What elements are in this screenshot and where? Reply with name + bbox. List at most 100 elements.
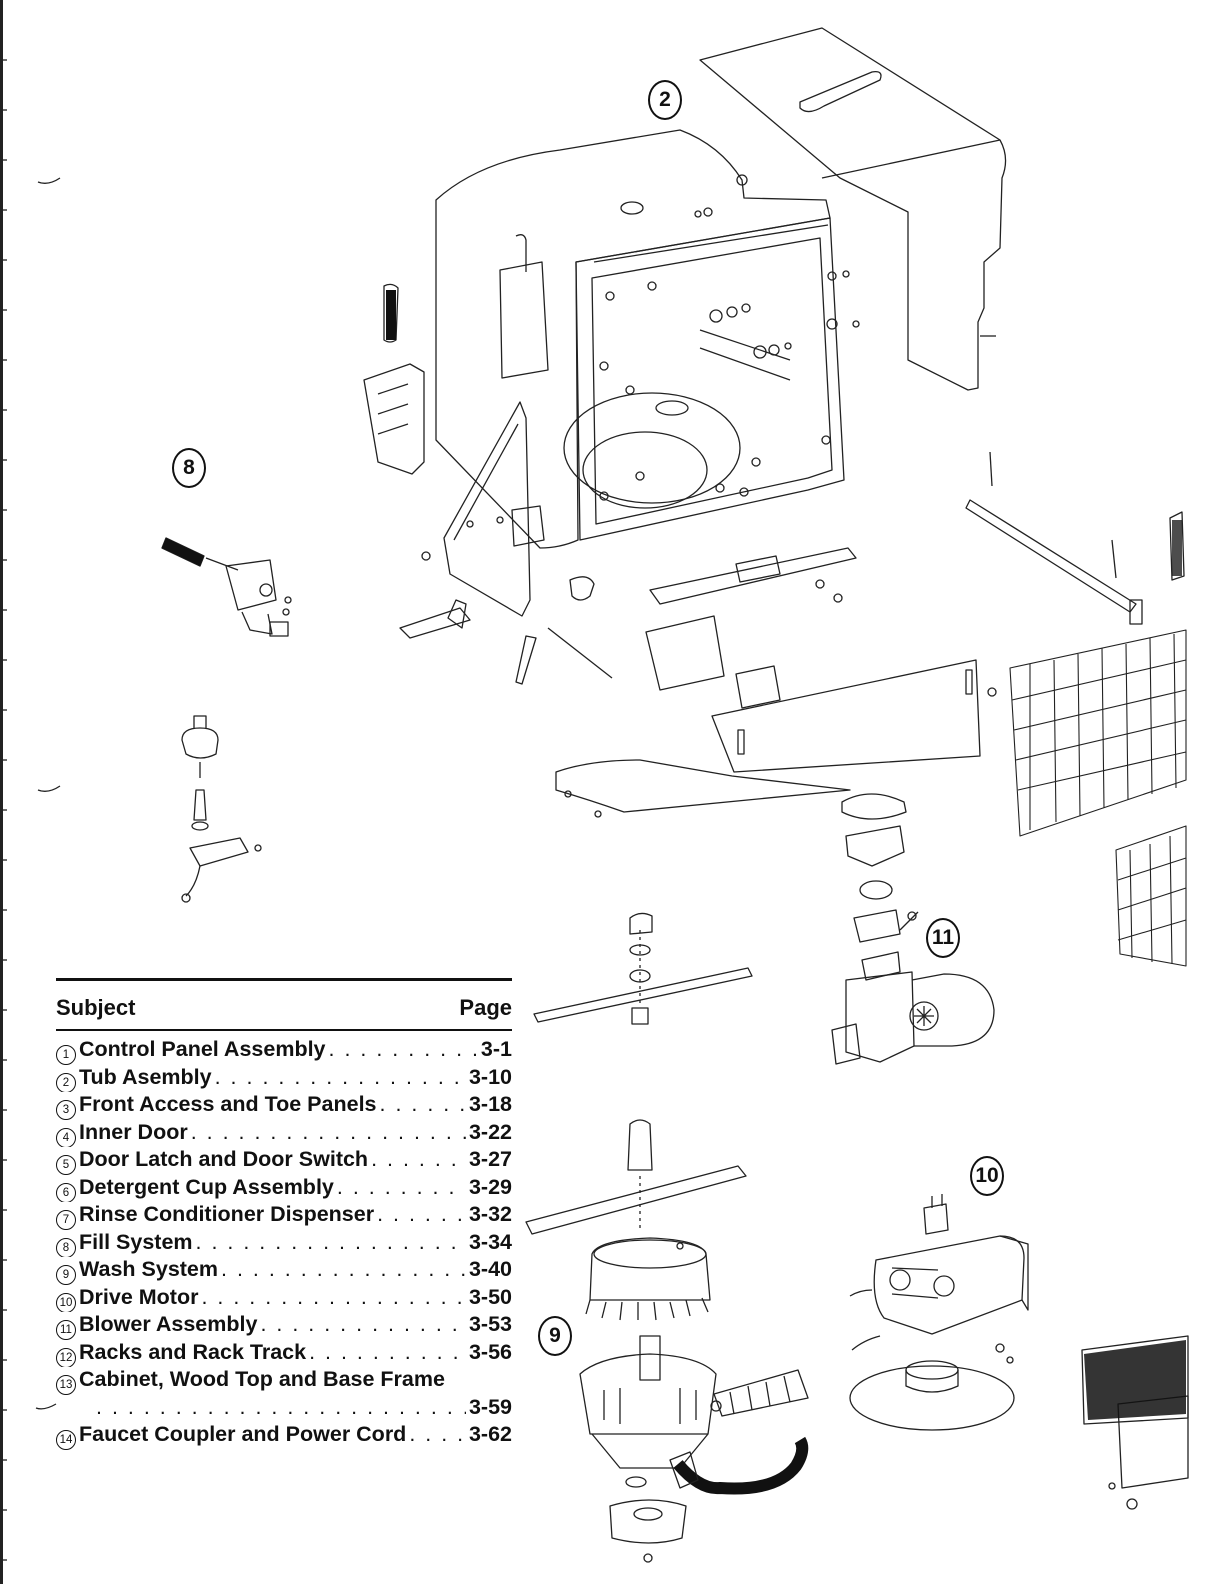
callout-fill-system: 8	[172, 448, 206, 488]
index-entry[interactable]: 7 Rinse Conditioner Dispenser 3-32	[56, 1202, 512, 1230]
leader-dots	[371, 1147, 466, 1172]
entry-number: 1	[56, 1045, 76, 1065]
callout-drive-motor: 10	[970, 1156, 1004, 1196]
entry-title: Faucet Coupler and Power Cord	[79, 1422, 407, 1446]
leader-dots	[201, 1285, 465, 1310]
entry-number: 7	[56, 1210, 76, 1230]
leader-dots	[221, 1257, 466, 1282]
entry-number: 9	[56, 1265, 76, 1285]
wood-grain	[1084, 1340, 1186, 1420]
entry-title: Cabinet, Wood Top and Base Frame	[79, 1367, 445, 1391]
leader-dots	[215, 1065, 466, 1090]
index-entry[interactable]: 12 Racks and Rack Track 3-56	[56, 1339, 512, 1367]
entry-page: 3-29	[468, 1174, 512, 1199]
entry-number: 3	[56, 1100, 76, 1120]
entry-number: 5	[56, 1155, 76, 1175]
entry-page: 3-22	[468, 1119, 512, 1144]
leader-dots	[260, 1312, 466, 1337]
vent-filter	[386, 290, 396, 340]
leader-dots	[409, 1422, 466, 1447]
side-bracket	[421, 401, 545, 617]
entry-page: 3-56	[468, 1339, 512, 1364]
entry-number: 6	[56, 1182, 76, 1202]
entry-page: 3-18	[468, 1092, 512, 1116]
index-entry[interactable]: 1 Control Panel Assembly 3-1	[56, 1037, 512, 1065]
leader-dots	[337, 1175, 466, 1200]
entry-title: Wash System	[79, 1257, 219, 1281]
entry-title: Rinse Conditioner Dispenser	[79, 1202, 375, 1226]
entry-page: 3-1	[480, 1037, 512, 1061]
margin-mark	[37, 177, 61, 184]
float-assembly	[181, 715, 262, 903]
fill-hose	[162, 538, 204, 566]
index-entry[interactable]: 5 Door Latch and Door Switch 3-27	[56, 1147, 512, 1175]
leader-dots	[377, 1202, 466, 1227]
page-edge-strip	[0, 0, 7, 1584]
lower-spray-arm	[533, 912, 753, 1025]
leader-dots	[196, 1230, 466, 1255]
entry-page: 3-10	[468, 1064, 512, 1089]
leader-dots	[309, 1340, 466, 1365]
index-header: Subject Page	[56, 981, 512, 1029]
entry-page: 3-32	[468, 1202, 512, 1226]
index-entry[interactable]: 14 Faucet Coupler and Power Cord 3-62	[56, 1422, 512, 1450]
leader-dots	[329, 1037, 478, 1062]
index-entry[interactable]: 10 Drive Motor 3-50	[56, 1284, 512, 1312]
front-access-panel	[555, 547, 997, 818]
entry-title: Racks and Rack Track	[79, 1339, 307, 1364]
entry-page: 3-50	[468, 1284, 512, 1309]
blower-assembly	[831, 793, 995, 1065]
entry-number: 12	[56, 1347, 76, 1367]
index-entry[interactable]: 4 Inner Door 3-22	[56, 1119, 512, 1147]
index-entry[interactable]: 8 Fill System 3-34	[56, 1229, 512, 1257]
entry-number: 8	[56, 1237, 76, 1257]
leader-dots	[380, 1092, 466, 1117]
entry-number: 2	[56, 1072, 76, 1092]
index-entry[interactable]: 2 Tub Asembly 3-10	[56, 1064, 512, 1092]
entry-title: Tub Asembly	[79, 1064, 212, 1089]
entry-number: 13	[56, 1375, 76, 1395]
index-entry-continuation[interactable]: 3-59	[56, 1395, 512, 1423]
index-entry[interactable]: 13 Cabinet, Wood Top and Base Frame	[56, 1367, 512, 1395]
callout-tub: 2	[648, 80, 682, 120]
index-rule	[56, 1029, 512, 1031]
wood-top-panel	[699, 27, 1007, 391]
entry-page: 3-59	[468, 1394, 512, 1419]
entry-title: Inner Door	[79, 1119, 188, 1144]
index-rule-top	[56, 978, 512, 981]
index-entry[interactable]: 6 Detergent Cup Assembly 3-29	[56, 1174, 512, 1202]
rack-label	[1172, 520, 1182, 576]
index-entry[interactable]: 3 Front Access and Toe Panels 3-18	[56, 1092, 512, 1120]
door-hinge-parts	[399, 576, 613, 685]
entry-title: Drive Motor	[79, 1284, 199, 1309]
index-entry[interactable]: 11 Blower Assembly 3-53	[56, 1312, 512, 1340]
callout-blower: 11	[926, 918, 960, 958]
entry-page: 3-53	[468, 1312, 512, 1336]
entry-number: 14	[56, 1430, 76, 1450]
entry-number: 4	[56, 1127, 76, 1147]
entry-page: 3-27	[468, 1147, 512, 1171]
entry-title: Front Access and Toe Panels	[79, 1092, 377, 1116]
tub-assembly	[435, 129, 860, 549]
entry-page: 3-34	[468, 1229, 512, 1254]
margin-mark	[37, 785, 61, 792]
index-entry[interactable]: 9 Wash System 3-40	[56, 1257, 512, 1285]
entry-title: Fill System	[79, 1229, 193, 1254]
entry-title: Control Panel Assembly	[79, 1037, 326, 1061]
entry-number: 11	[56, 1320, 76, 1340]
entry-page: 3-40	[468, 1257, 512, 1281]
wash-system	[525, 1119, 809, 1563]
subject-index: Subject Page 1 Control Panel Assembly 3-…	[56, 978, 512, 1450]
page-heading: Page	[459, 995, 512, 1020]
callout-wash-system: 9	[538, 1316, 572, 1356]
rack-track	[965, 451, 1185, 625]
entry-title: Blower Assembly	[79, 1312, 258, 1336]
entry-page: 3-62	[468, 1422, 512, 1446]
drive-motor	[849, 1194, 1029, 1431]
entry-title: Door Latch and Door Switch	[79, 1147, 369, 1171]
subject-heading: Subject	[56, 995, 136, 1020]
entry-title: Detergent Cup Assembly	[79, 1174, 334, 1199]
dish-rack	[1009, 629, 1187, 967]
margin-mark	[35, 1403, 57, 1410]
